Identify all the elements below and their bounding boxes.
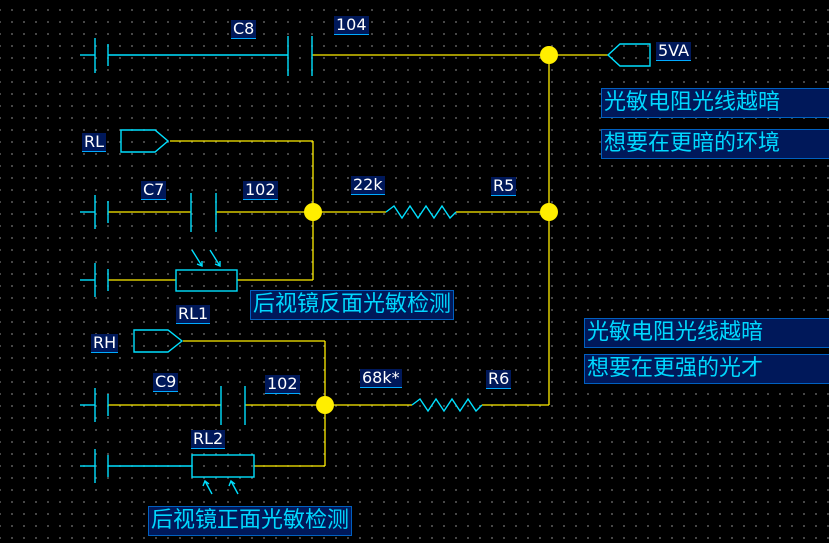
label-r5: R5: [491, 176, 517, 196]
label-r6-value: 68k*: [360, 368, 402, 388]
capacitor-c9: [220, 386, 246, 425]
ground-symbol-rl2: [80, 449, 192, 483]
label-c8: C8: [231, 19, 257, 39]
label-rl1: RL1: [176, 304, 211, 324]
capacitor-c8: [287, 36, 313, 76]
ground-symbol-rl1: [80, 263, 109, 297]
label-net-5va: 5VA: [656, 41, 692, 61]
junction-5va: [540, 46, 558, 64]
ground-symbol-c7: [80, 195, 109, 229]
junction-r5: [540, 203, 558, 221]
resistor-r6: [411, 397, 483, 413]
label-rl2: RL2: [191, 429, 226, 449]
title-back-sensor: 后视镜反面光敏检测: [250, 290, 455, 320]
label-c9: C9: [153, 372, 179, 392]
ground-symbol-c9: [80, 388, 109, 422]
junction-rh-c9: [316, 396, 334, 414]
label-c7-value: 102: [243, 180, 278, 200]
label-net-rh: RH: [91, 333, 119, 353]
label-c8-value: 104: [334, 15, 369, 35]
resistor-r5: [385, 204, 457, 220]
label-net-rl: RL: [82, 132, 107, 152]
photoresistor-rl1: [175, 249, 238, 292]
port-rh: [133, 329, 184, 353]
label-r6: R6: [486, 369, 512, 389]
port-rl: [120, 129, 170, 153]
label-c7: C7: [141, 180, 167, 200]
ground-symbol-top: [80, 38, 288, 73]
note-top-line1: 光敏电阻光线越暗: [601, 88, 829, 118]
label-c9-value: 102: [265, 374, 300, 394]
title-front-sensor: 后视镜正面光敏检测: [148, 506, 353, 536]
photoresistor-rl2: [191, 454, 255, 495]
junction-rl-c7: [304, 203, 322, 221]
note-top-line2: 想要在更暗的环境: [601, 129, 829, 159]
port-5va: [606, 43, 651, 67]
note-mid-line2: 想要在更强的光才: [584, 354, 829, 384]
label-r5-value: 22k: [351, 175, 385, 195]
note-mid-line1: 光敏电阻光线越暗: [584, 318, 829, 348]
capacitor-c7: [190, 193, 217, 232]
